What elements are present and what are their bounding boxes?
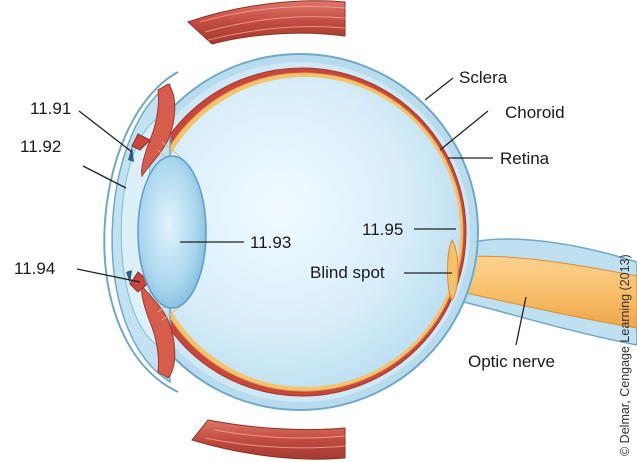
label-11-94: 11.94: [14, 259, 55, 279]
label-retina: Retina: [500, 149, 549, 169]
label-optic-nerve: Optic nerve: [468, 352, 555, 372]
lens: [138, 156, 206, 308]
copyright-credit: © Delmar, Cengage Learning (2013): [618, 254, 632, 456]
label-choroid: Choroid: [505, 103, 565, 123]
leader-1191: [79, 111, 132, 152]
leader-sclera: [425, 78, 453, 100]
label-11-92: 11.92: [20, 137, 61, 157]
label-sclera: Sclera: [459, 68, 507, 88]
label-11-93: 11.93: [250, 233, 291, 253]
label-blind-spot: Blind spot: [310, 263, 385, 283]
label-11-91: 11.91: [30, 99, 71, 119]
label-11-95: 11.95: [362, 220, 403, 240]
upper-muscle: [188, 1, 345, 44]
